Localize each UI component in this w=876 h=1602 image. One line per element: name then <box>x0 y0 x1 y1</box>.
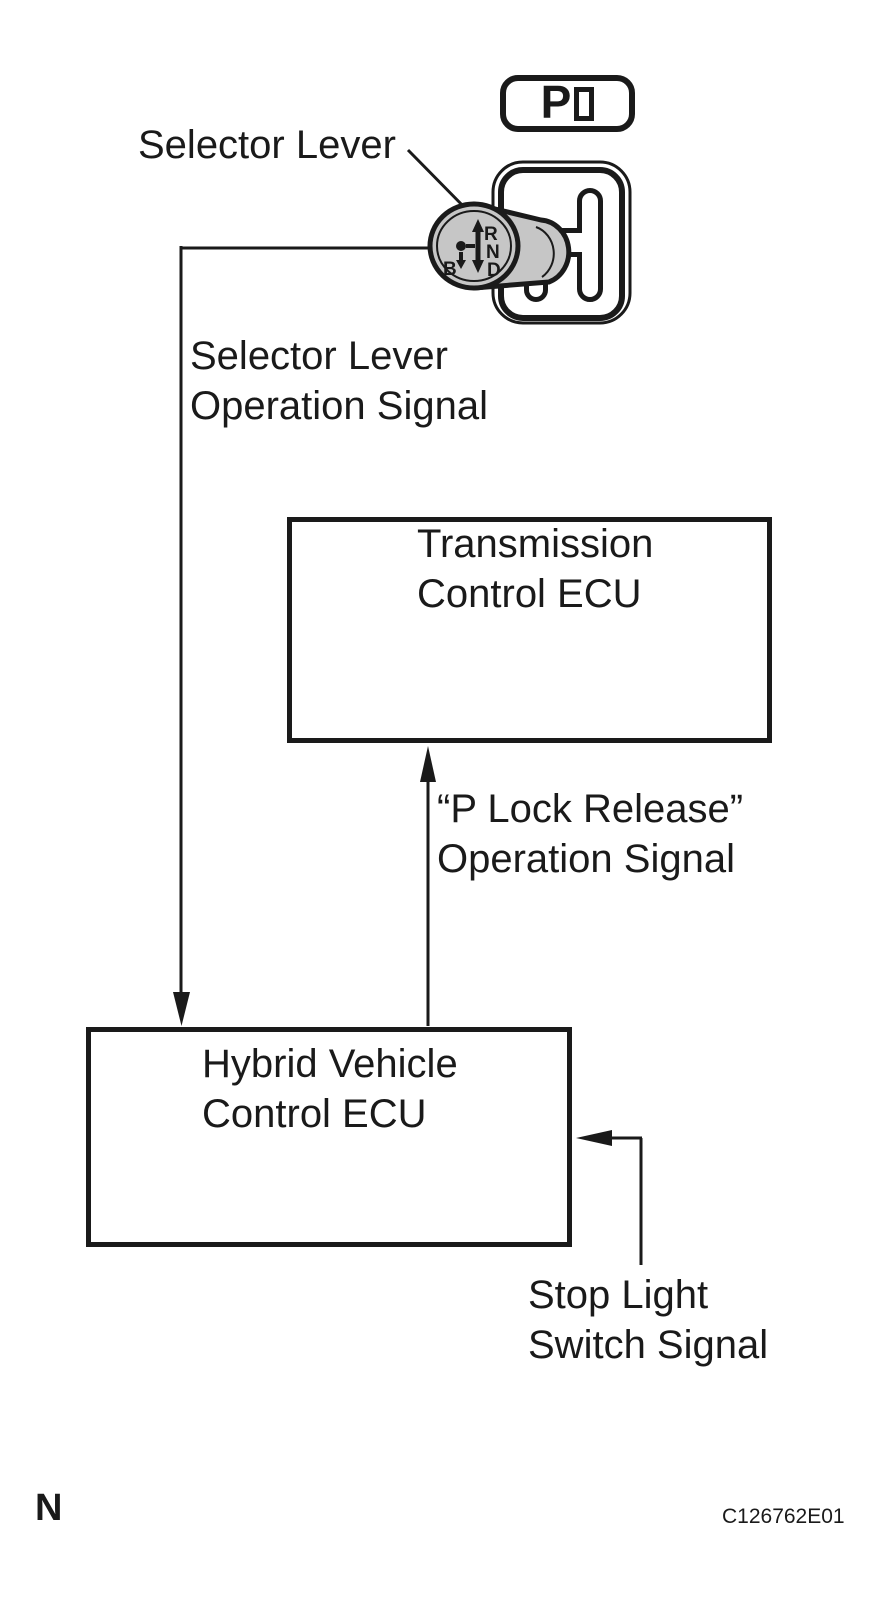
park-button-window-icon <box>574 86 595 121</box>
signal-label-line: Selector Lever <box>190 334 448 378</box>
box-label-line: Transmission <box>417 522 654 566</box>
knob-letter-n: N <box>486 242 500 263</box>
figure-id: C126762E01 <box>722 1505 845 1528</box>
hybrid-vehicle-control-ecu-box <box>86 1027 572 1247</box>
transmission-control-ecu-box <box>287 517 772 743</box>
park-button-label: P <box>540 75 572 128</box>
selector-lever-operation-signal-label: Selector Lever Operation Signal <box>190 331 488 431</box>
box-label-line: Control ECU <box>202 1092 427 1136</box>
box-label-line: Control ECU <box>417 572 642 616</box>
signal-label-line: Operation Signal <box>190 384 488 428</box>
arrowhead-down-icon <box>173 992 190 1026</box>
park-position-button: P <box>500 75 635 132</box>
arrowhead-left-icon <box>576 1130 612 1146</box>
signal-label-line: “P Lock Release” <box>437 787 744 831</box>
page-marker: N <box>35 1487 63 1529</box>
hybrid-vehicle-control-ecu-label: Hybrid Vehicle Control ECU <box>202 1039 458 1139</box>
box-label-line: Hybrid Vehicle <box>202 1042 458 1086</box>
selector-lever-label: Selector Lever <box>138 123 396 167</box>
knob-letter-b: B <box>443 259 457 280</box>
arrowhead-up-icon <box>420 746 436 782</box>
knob-letter-d: D <box>487 260 501 281</box>
signal-label-line: Operation Signal <box>437 837 735 881</box>
signal-label-line: Switch Signal <box>528 1323 769 1367</box>
selector-knob-icon: R N D B <box>427 201 572 291</box>
transmission-control-ecu-label: Transmission Control ECU <box>417 519 653 619</box>
shift-pattern-icon: R N D B <box>443 219 501 281</box>
stop-light-switch-signal-label: Stop Light Switch Signal <box>528 1270 768 1370</box>
p-lock-release-signal-label: “P Lock Release” Operation Signal <box>437 784 743 884</box>
signal-label-line: Stop Light <box>528 1273 709 1317</box>
selector-lever-leader-line <box>406 148 472 215</box>
knob-letter-r: R <box>484 224 498 245</box>
